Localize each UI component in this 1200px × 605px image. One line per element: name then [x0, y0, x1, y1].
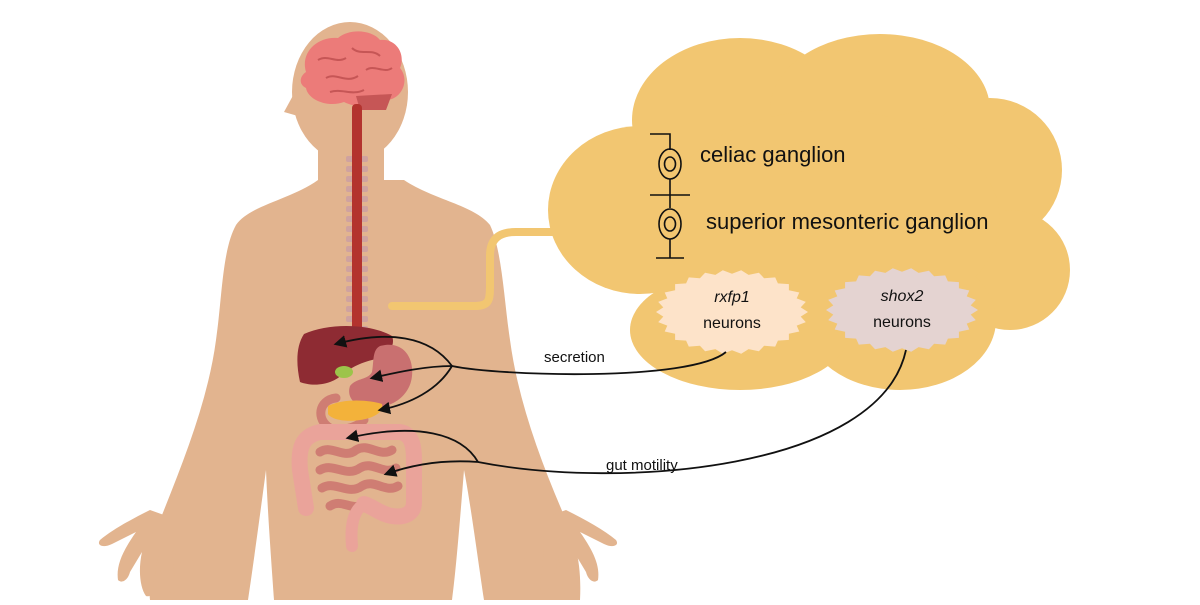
pancreas	[328, 400, 383, 421]
motility-arrow-large-intestine	[383, 460, 479, 477]
secretion-arrow-liver	[333, 335, 453, 367]
brain-cortex	[300, 31, 405, 108]
rxfp1-gene-label: rxfp1	[714, 289, 750, 306]
superior-mesenteric-ganglion-label: superior mesonteric ganglion	[706, 209, 989, 234]
brain	[300, 31, 405, 110]
ganglion-neuron-icon	[650, 133, 690, 259]
gallbladder	[335, 366, 353, 378]
digestive-organs	[291, 325, 422, 552]
secretion-label: secretion	[544, 349, 605, 366]
rxfp1-neurons-badge: rxfp1 neurons	[656, 270, 808, 354]
rxfp1-badge-shape	[656, 270, 808, 354]
left-hand	[98, 510, 195, 597]
body-to-cloud-connector	[388, 228, 570, 310]
motility-arrow-main	[477, 349, 907, 475]
secretion-arrow-pancreas	[377, 365, 453, 415]
brain-folds	[317, 47, 393, 94]
shox2-badge-shape	[826, 268, 978, 352]
spinal-cord	[352, 104, 362, 344]
celiac-ganglion-label: celiac ganglion	[700, 142, 846, 167]
secretion-arrow-stomach	[369, 365, 453, 382]
cerebellum	[356, 94, 392, 110]
shox2-gene-label: shox2	[881, 288, 924, 305]
shox2-neurons-badge: shox2 neurons	[826, 268, 978, 352]
secretion-pathway	[333, 335, 727, 415]
liver	[297, 325, 394, 385]
motility-arrow-small-intestine	[345, 429, 479, 463]
gut-motility-label: gut motility	[606, 457, 678, 474]
rectum	[345, 498, 370, 552]
ganglia-cloud: celiac ganglion superior mesonteric gang…	[548, 34, 1070, 390]
gut-motility-pathway	[345, 349, 907, 477]
nose	[284, 90, 298, 116]
right-hand	[521, 510, 618, 597]
rxfp1-neurons-label: neurons	[703, 315, 761, 332]
shox2-neurons-label: neurons	[873, 314, 931, 331]
large-intestine	[291, 424, 422, 525]
secretion-arrow-main	[451, 351, 727, 376]
